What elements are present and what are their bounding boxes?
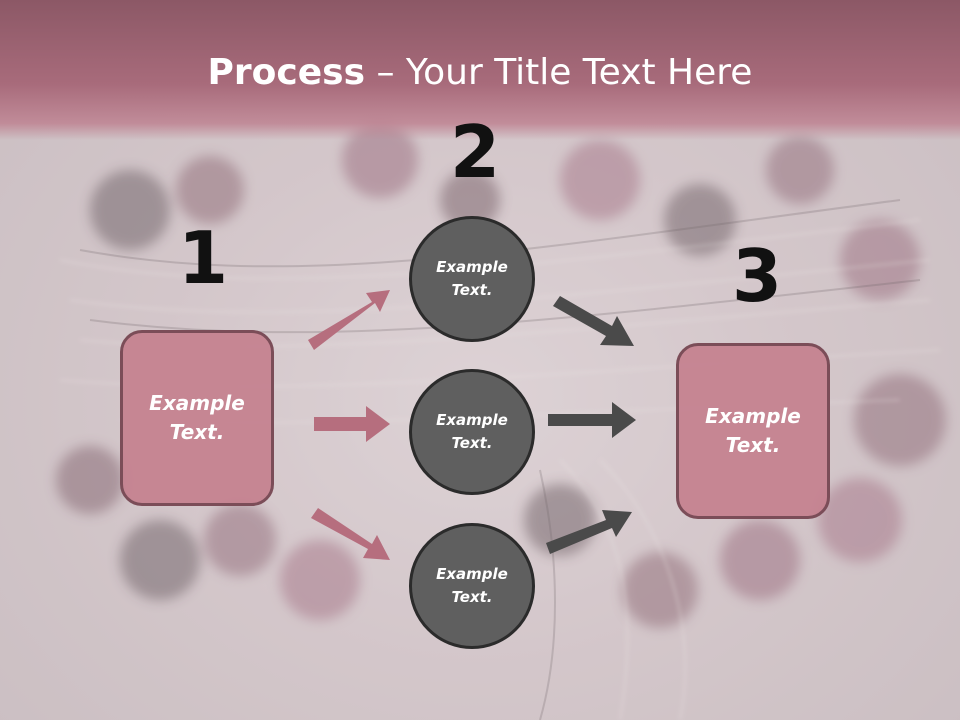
arrow-gray-right (548, 402, 636, 438)
step-number-1: 1 (178, 216, 229, 300)
slide-title: Process – Your Title Text Here (0, 52, 960, 93)
arrow-pink-up (308, 290, 390, 350)
step-1-box[interactable]: Example Text. (120, 330, 274, 506)
circle-1-text: Example Text. (436, 258, 508, 299)
step-2-circle-3[interactable]: Example Text. (409, 523, 535, 649)
title-bold: Process (207, 52, 366, 93)
title-band (0, 0, 960, 140)
step-3-box[interactable]: Example Text. (676, 343, 830, 519)
arrow-gray-down (553, 296, 634, 346)
arrow-pink-right (314, 406, 390, 442)
arrow-pink-down (311, 508, 390, 560)
step-3-text: Example Text. (705, 404, 801, 457)
circle-3-text: Example Text. (436, 565, 508, 606)
circle-2-text: Example Text. (436, 411, 508, 452)
step-number-3: 3 (732, 234, 783, 318)
arrow-gray-up (546, 510, 632, 554)
title-rest: – Your Title Text Here (365, 52, 753, 93)
step-number-2: 2 (450, 110, 501, 194)
step-2-circle-2[interactable]: Example Text. (409, 369, 535, 495)
step-1-text: Example Text. (149, 391, 245, 444)
step-2-circle-1[interactable]: Example Text. (409, 216, 535, 342)
